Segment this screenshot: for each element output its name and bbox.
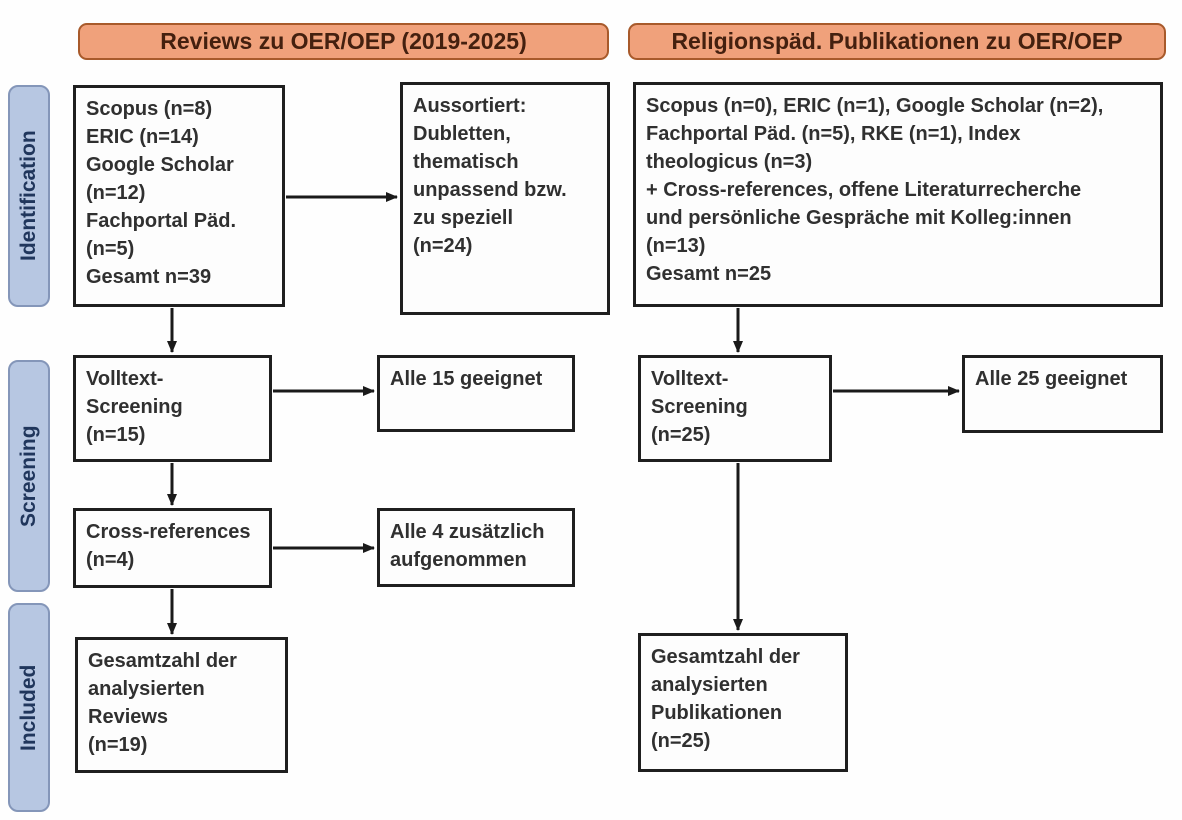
- column-header-religionspaed: Religionspäd. Publikationen zu OER/OEP: [628, 23, 1166, 60]
- box-left-crossreferences: Cross-references (n=4): [73, 508, 272, 588]
- box-left-identification-sources: Scopus (n=8) ERIC (n=14) Google Scholar …: [73, 85, 285, 307]
- box-right-fulltext-screening: Volltext- Screening (n=25): [638, 355, 832, 462]
- box-left-screening-result: Alle 15 geeignet: [377, 355, 575, 432]
- phase-label-screening: Screening: [8, 360, 50, 592]
- phase-label-identification: Identification: [8, 85, 50, 307]
- box-left-crossref-result: Alle 4 zusätzlich aufgenommen: [377, 508, 575, 587]
- box-right-identification-sources: Scopus (n=0), ERIC (n=1), Google Scholar…: [633, 82, 1163, 307]
- column-header-reviews: Reviews zu OER/OEP (2019-2025): [78, 23, 609, 60]
- box-right-screening-result: Alle 25 geeignet: [962, 355, 1163, 433]
- box-left-included-total: Gesamtzahl der analysierten Reviews (n=1…: [75, 637, 288, 773]
- phase-label-included: Included: [8, 603, 50, 812]
- box-right-included-total: Gesamtzahl der analysierten Publikatione…: [638, 633, 848, 772]
- box-left-excluded: Aussortiert: Dubletten, thematisch unpas…: [400, 82, 610, 315]
- box-left-fulltext-screening: Volltext- Screening (n=15): [73, 355, 272, 462]
